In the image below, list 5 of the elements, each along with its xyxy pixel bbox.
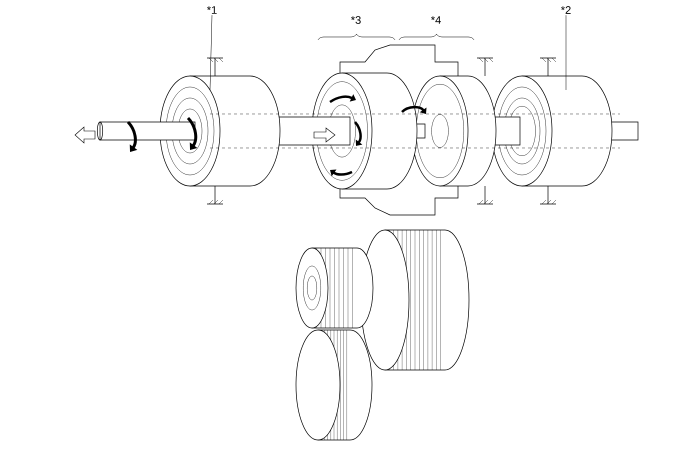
part-label: *3 (350, 16, 361, 24)
leader-line (210, 14, 212, 90)
part-label: *2 (560, 6, 571, 14)
part-label: *1 (206, 6, 217, 14)
part-label: *4 (430, 16, 441, 24)
